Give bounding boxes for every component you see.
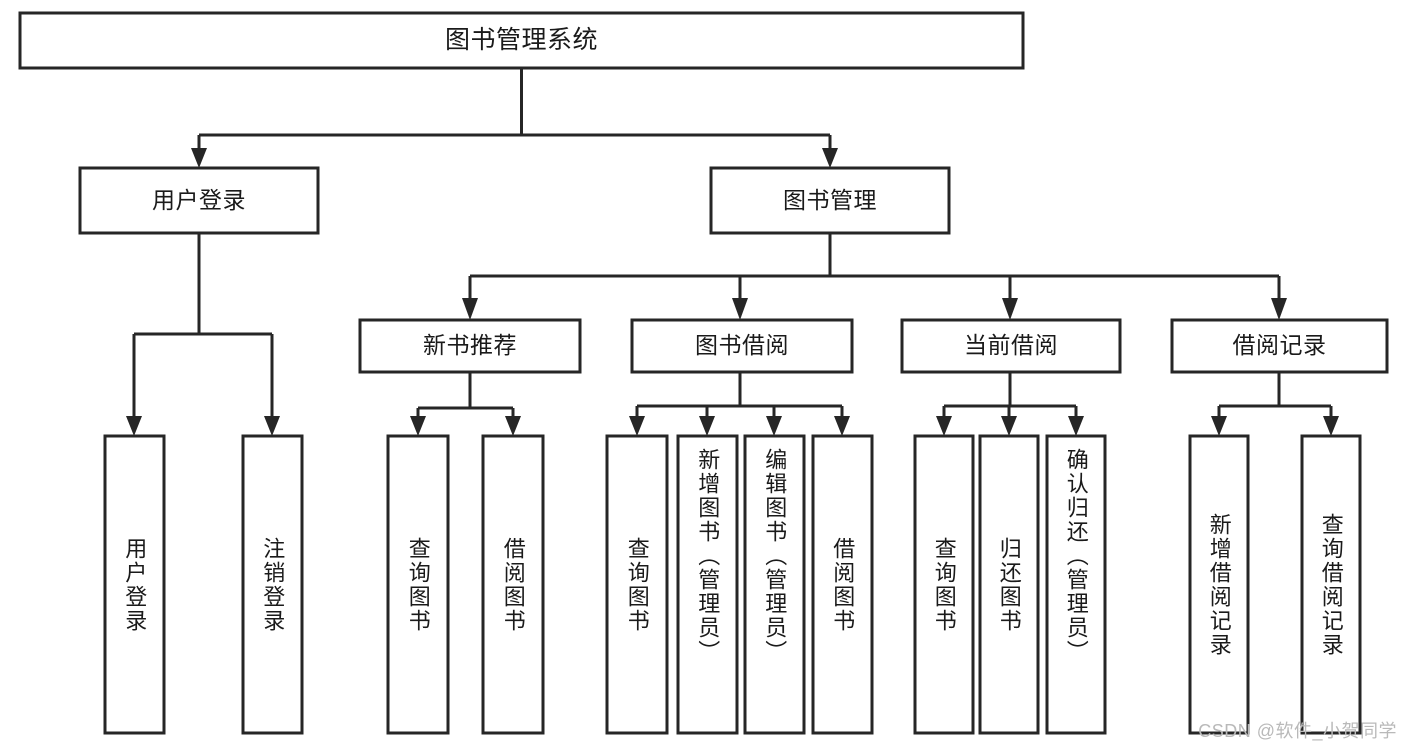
arrow-head-leaf-query-book-3 [936, 416, 952, 436]
node-box-leaf-query-book-1[interactable] [386, 434, 450, 735]
arrow-head-leaf-user-logout [264, 416, 280, 436]
node-box-newbook[interactable] [358, 318, 582, 374]
connector-group-current [936, 372, 1084, 436]
node-box-leaf-borrow-book-1[interactable] [481, 434, 545, 735]
arrow-head-leaf-add-record [1211, 416, 1227, 436]
arrow-head-records [1271, 298, 1287, 320]
arrow-head-login [191, 148, 207, 168]
connector-group-login [126, 233, 280, 436]
arrow-head-leaf-return-book [1001, 416, 1017, 436]
connector-group-borrow [629, 372, 850, 436]
node-box-borrow[interactable] [630, 318, 854, 374]
node-box-leaf-query-record[interactable] [1300, 434, 1362, 735]
arrow-head-leaf-add-book [699, 416, 715, 436]
connector-group-newbook [410, 372, 521, 436]
node-box-leaf-user-login[interactable] [103, 434, 166, 735]
connector-group-bookmgmt [462, 233, 1287, 320]
node-box-bookmgmt[interactable] [709, 166, 951, 235]
arrow-head-leaf-query-book-2 [629, 416, 645, 436]
arrow-head-leaf-borrow-book-2 [834, 416, 850, 436]
arrow-head-borrow [732, 298, 748, 320]
connector-group-records [1211, 372, 1339, 436]
node-box-leaf-return-book[interactable] [978, 434, 1040, 735]
node-box-root[interactable] [18, 11, 1025, 70]
arrow-head-leaf-confirm-return [1068, 416, 1084, 436]
arrow-head-leaf-query-record [1323, 416, 1339, 436]
node-box-current[interactable] [900, 318, 1122, 374]
node-box-leaf-add-record[interactable] [1188, 434, 1250, 735]
arrow-head-leaf-borrow-book-1 [505, 416, 521, 436]
arrow-head-current [1002, 298, 1018, 320]
connector-group-root [191, 68, 838, 168]
arrow-head-bookmgmt [822, 148, 838, 168]
node-box-leaf-query-book-3[interactable] [913, 434, 975, 735]
node-box-leaf-borrow-book-2[interactable] [811, 434, 874, 735]
node-box-records[interactable] [1170, 318, 1389, 374]
node-box-login[interactable] [78, 166, 320, 235]
node-box-leaf-confirm-return[interactable] [1045, 434, 1107, 735]
arrow-head-leaf-edit-book [766, 416, 782, 436]
node-box-leaf-user-logout[interactable] [241, 434, 304, 735]
node-box-leaf-query-book-2[interactable] [605, 434, 669, 735]
node-box-leaf-edit-book[interactable] [743, 434, 806, 735]
node-box-leaf-add-book[interactable] [676, 434, 739, 735]
arrow-head-newbook [462, 298, 478, 320]
arrow-head-leaf-query-book-1 [410, 416, 426, 436]
arrow-head-leaf-user-login [126, 416, 142, 436]
